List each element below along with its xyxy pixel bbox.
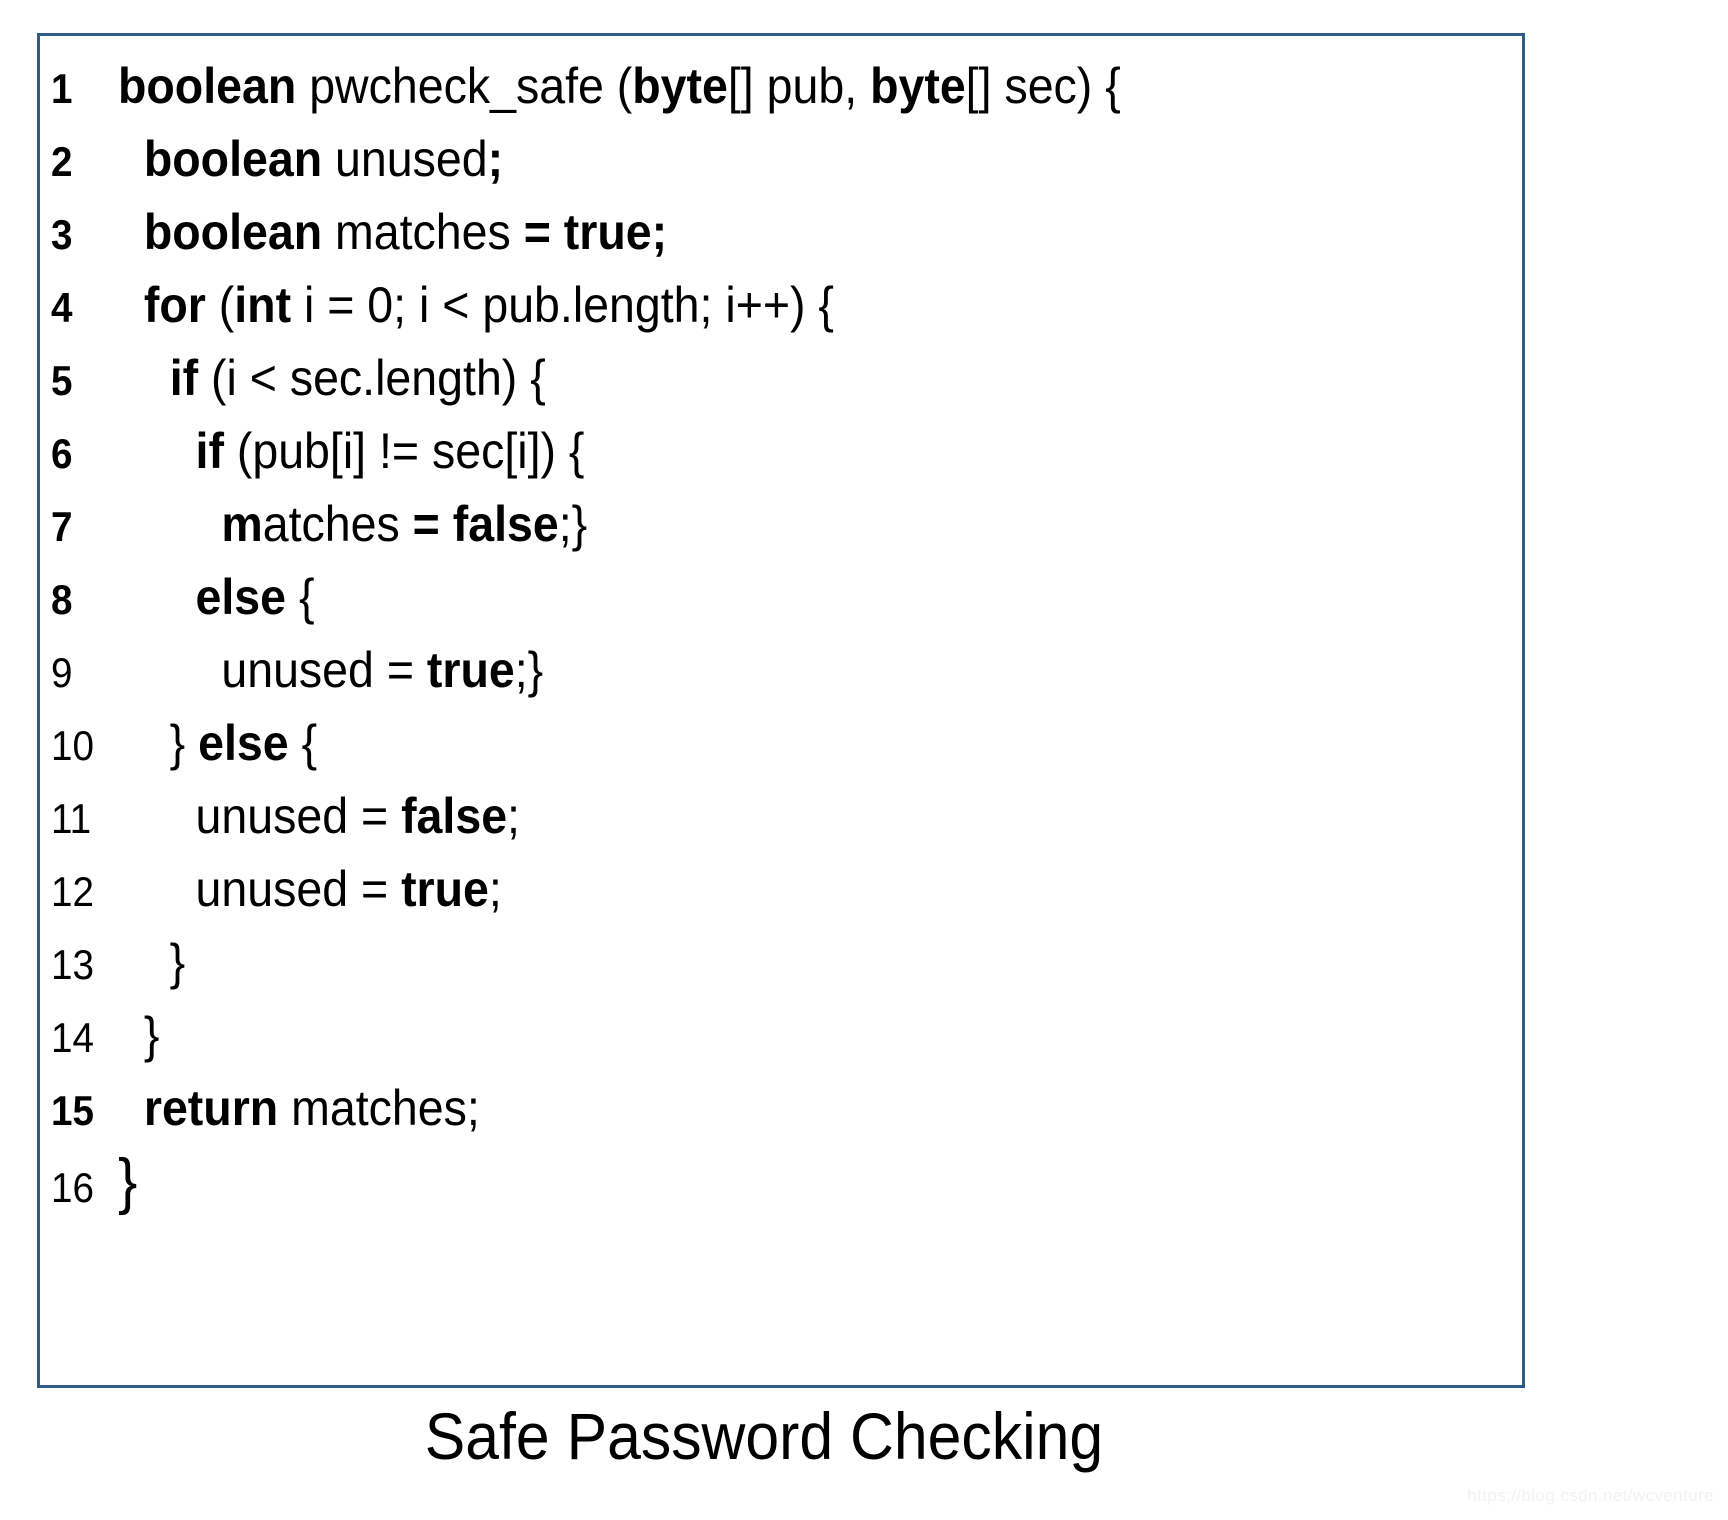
code-text: boolean pwcheck_safe (byte[] pub, byte[]… [118,58,1121,114]
line-number: 15 [51,1087,95,1134]
line-number: 10 [51,722,95,769]
line-number: 1 [51,65,73,112]
line-number: 13 [51,941,95,988]
code-text: unused = true; [118,861,502,917]
line-number: 5 [51,357,73,404]
line-number: 3 [51,211,73,258]
code-text: matches = false;} [221,496,588,552]
watermark-text: https://blog.csdn.net/wcventure [1467,1486,1714,1505]
code-line: 15 return matches; [40,1072,1522,1145]
code-line: 7 matches = false;} [40,488,1522,561]
code-line: 13 } [40,926,1522,999]
code-text: else { [195,569,315,625]
figure-caption: Safe Password Checking [424,1399,1104,1473]
code-text: } [118,934,186,990]
code-line: 5 if (i < sec.length) { [40,342,1522,415]
code-text: unused = false; [118,788,520,844]
code-text: if (pub[i] != sec[i]) { [195,423,585,479]
code-text: boolean unused; [143,131,504,187]
code-line: 14 } [40,999,1522,1072]
code-line: 4 for (int i = 0; i < pub.length; i++) { [40,269,1522,342]
line-number: 11 [51,795,92,842]
line-number: 8 [51,576,73,623]
code-line: 11 unused = false; [40,780,1522,853]
code-text: unused = true;} [118,642,544,698]
line-number: 4 [51,284,73,331]
line-number: 16 [51,1164,95,1211]
code-line: 8 else { [40,561,1522,634]
code-text: } [118,1007,160,1063]
code-line: 1 boolean pwcheck_safe (byte[] pub, byte[… [40,50,1522,123]
code-text: } else { [118,715,318,771]
code-line: 10 } else { [40,707,1522,780]
code-text: return matches; [143,1080,480,1136]
line-number: 14 [51,1014,95,1061]
code-text: } [118,1147,138,1216]
line-number: 2 [51,138,73,185]
code-line: 3 boolean matches = true; [40,196,1522,269]
code-line: 12 unused = true; [40,853,1522,926]
code-line: 6 if (pub[i] != sec[i]) { [40,415,1522,488]
code-line: 2 boolean unused; [40,123,1522,196]
line-number: 12 [51,868,95,915]
line-number: 6 [51,430,73,477]
code-figure-frame: 1 boolean pwcheck_safe (byte[] pub, byte[… [37,33,1525,1388]
line-number: 7 [51,503,73,550]
code-line: 16} [40,1145,1522,1218]
code-line: 9 unused = true;} [40,634,1522,707]
code-text: if (i < sec.length) { [169,350,546,406]
code-listing: 1 boolean pwcheck_safe (byte[] pub, byte[… [40,50,1522,1218]
code-text: for (int i = 0; i < pub.length; i++) { [143,277,834,333]
code-text: boolean matches = true; [143,204,668,260]
line-number: 9 [51,649,73,696]
